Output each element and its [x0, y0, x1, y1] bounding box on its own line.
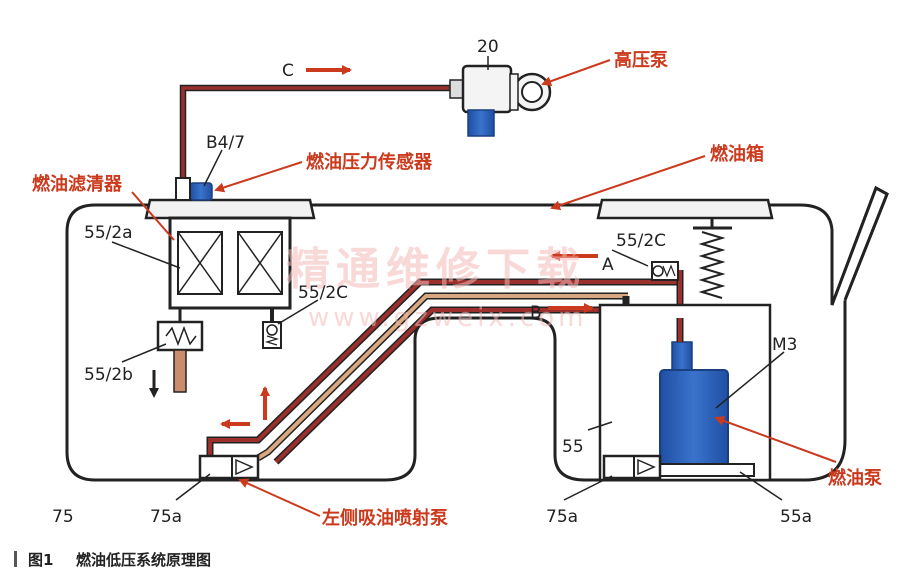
check-valve-mid	[262, 321, 282, 349]
check-valve-top	[651, 261, 679, 281]
caption-number: 图1	[28, 551, 53, 569]
jet-pump-left	[198, 454, 260, 480]
label-relief-valve: 55/2b	[84, 365, 133, 385]
caption-bar	[14, 551, 17, 567]
label-pressure-sensor: 燃油压力传感器	[306, 151, 433, 173]
label-line-55: 55	[562, 437, 584, 457]
label-fuel-pump: 燃油泵	[828, 467, 882, 489]
high-pressure-pump	[449, 64, 552, 137]
label-fuel-filter: 燃油滤清器	[32, 173, 123, 195]
leader-lines-black	[111, 56, 785, 501]
tank-flange-right	[596, 198, 774, 220]
jet-pump-right	[602, 454, 662, 480]
label-strainer: 55a	[780, 507, 812, 527]
label-jet-right: 75a	[546, 507, 578, 527]
label-flow-b: B	[530, 303, 542, 323]
label-flow-c: C	[282, 61, 294, 81]
watermark-url: www.gzweix.com	[308, 303, 588, 333]
label-filter-id: 55/2a	[84, 223, 133, 243]
pressure-sensor	[189, 182, 213, 201]
label-check-valve-mid: 55/2C	[298, 283, 348, 303]
flow-arrow-down	[149, 370, 159, 398]
label-tank-75: 75	[52, 507, 74, 527]
label-flow-a: A	[602, 255, 614, 275]
caption-text: 燃油低压系统原理图	[76, 551, 211, 569]
fuel-filter	[168, 216, 292, 310]
fuel-pump-m3	[655, 318, 755, 477]
pump-spring	[693, 218, 732, 299]
relief-valve	[156, 308, 204, 393]
label-left-jet-pump: 左侧吸油喷射泵	[322, 507, 448, 529]
label-high-pressure-pump: 高压泵	[614, 49, 668, 71]
label-motor: M3	[772, 335, 797, 355]
supply-line	[175, 84, 460, 201]
leader-lines	[131, 59, 837, 517]
watermark-main: 精通维修下载	[286, 244, 586, 295]
label-sensor-id: B4/7	[206, 133, 245, 153]
label-pump-num: 20	[477, 37, 499, 57]
label-jet-left: 75a	[150, 507, 182, 527]
label-fuel-tank: 燃油箱	[710, 143, 764, 165]
label-check-valve-top: 55/2C	[616, 231, 666, 251]
tank-flange-left	[144, 198, 316, 220]
